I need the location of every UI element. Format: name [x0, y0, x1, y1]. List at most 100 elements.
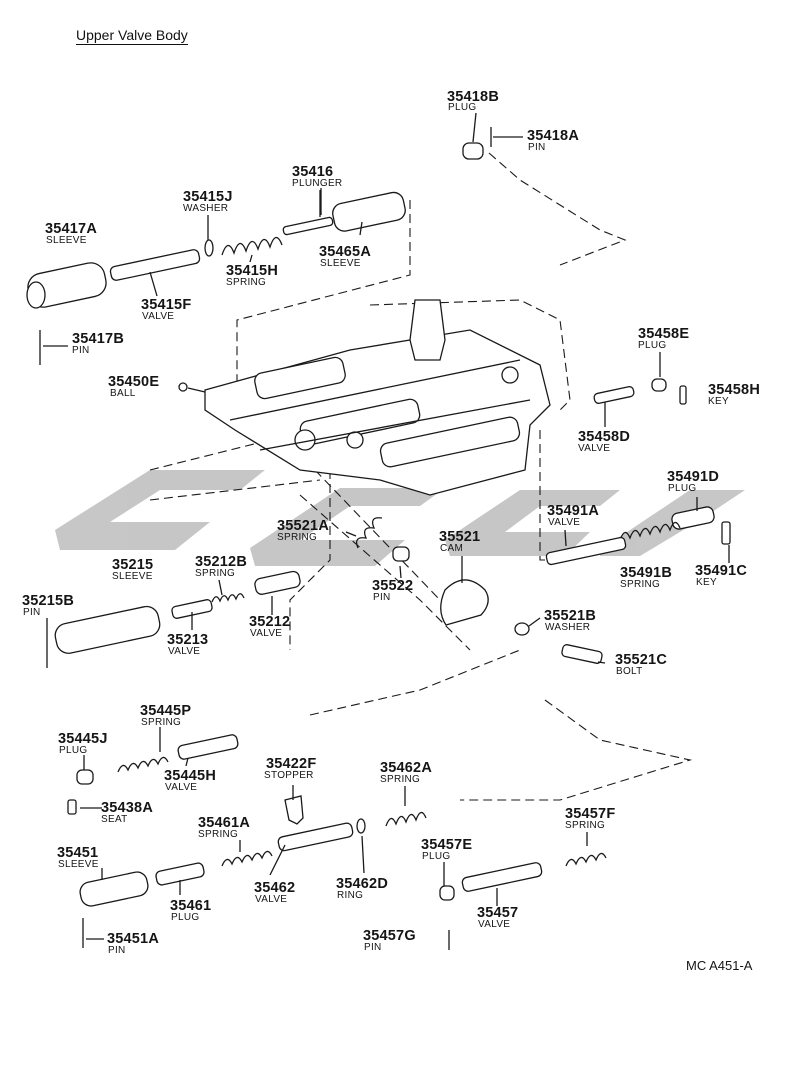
part-code: 35458D — [578, 429, 630, 445]
cam-35521-shape — [440, 579, 489, 626]
part-code: 35451 — [57, 845, 99, 861]
part-name: VALVE — [255, 894, 288, 905]
part-code: 35418A — [527, 128, 579, 144]
valve-35457-shape — [461, 862, 543, 892]
part-name: SPRING — [141, 717, 182, 728]
top-parts — [26, 127, 523, 393]
part-name: PIN — [364, 942, 382, 953]
part-code: 35521B — [544, 608, 596, 624]
part-name: PLUG — [638, 340, 667, 351]
part-code: 35450E — [108, 374, 160, 390]
part-name: PIN — [108, 945, 126, 956]
part-code: 35213 — [167, 632, 209, 648]
part-name: SLEEVE — [46, 235, 87, 246]
bottom-parts — [67, 734, 607, 950]
part-code: 35451A — [107, 931, 159, 947]
plunger-35416-shape — [282, 216, 334, 236]
diagram-title: Upper Valve Body — [76, 27, 188, 45]
part-code: 35212 — [249, 614, 291, 630]
part-code: 35215 — [112, 557, 154, 573]
middle-left-parts — [46, 570, 301, 668]
part-code: 35416 — [292, 164, 334, 180]
part-name: CAM — [440, 543, 464, 554]
part-code: 35417B — [72, 331, 124, 347]
part-name: SPRING — [195, 568, 236, 579]
part-code: 35458E — [638, 326, 690, 342]
ball-35450E-shape — [178, 382, 188, 392]
part-name: VALVE — [578, 443, 611, 454]
valve-35415F-shape — [109, 249, 201, 281]
part-code: 35457E — [421, 837, 473, 853]
right-parts — [355, 378, 731, 664]
part-name: PLUG — [59, 745, 88, 756]
part-code: 35415J — [183, 189, 233, 205]
part-code: 35491C — [695, 563, 747, 579]
part-name: SLEEVE — [58, 859, 99, 870]
valve-35462-shape — [277, 822, 354, 852]
part-code: 35457F — [565, 806, 616, 822]
part-name: SPRING — [565, 820, 606, 831]
spring-35461A-shape — [221, 850, 273, 867]
bolt-35521C-shape — [561, 644, 603, 664]
part-code: 35457G — [363, 928, 416, 944]
plug-35491D-shape — [671, 506, 715, 530]
part-name: BALL — [110, 388, 136, 399]
part-code: 35462A — [380, 760, 432, 776]
part-code: 35465A — [319, 244, 371, 260]
part-name: VALVE — [165, 782, 198, 793]
spring-35457F-shape — [565, 852, 607, 867]
spring-35521A-shape — [355, 517, 383, 549]
part-name: PIN — [528, 142, 546, 153]
part-code: 35457 — [477, 905, 519, 921]
spring-35212B-shape — [211, 593, 245, 603]
part-name: SLEEVE — [320, 258, 361, 269]
part-code: 35521 — [439, 529, 481, 545]
valve-35212-shape — [254, 570, 301, 595]
part-name: VALVE — [142, 311, 175, 322]
part-name: PIN — [72, 345, 90, 356]
part-name: VALVE — [168, 646, 201, 657]
part-name: PLUG — [668, 483, 697, 494]
part-name: PLUNGER — [292, 178, 343, 189]
part-name: WASHER — [545, 622, 591, 633]
upper-valve-body — [204, 299, 551, 496]
part-name: SPRING — [620, 579, 661, 590]
part-name: VALVE — [548, 517, 581, 528]
part-name: VALVE — [478, 919, 511, 930]
part-name: WASHER — [183, 203, 229, 214]
part-name: SPRING — [380, 774, 421, 785]
part-name: SPRING — [226, 277, 267, 288]
sleeve-35451-shape — [79, 871, 149, 907]
part-code: 35491B — [620, 565, 672, 581]
washer-35415J-shape — [204, 239, 214, 257]
part-code: 35491A — [547, 503, 599, 519]
part-name: PLUG — [171, 912, 200, 923]
part-code: 35445J — [58, 731, 108, 747]
valve-35458D-shape — [593, 386, 635, 404]
part-code: 35445P — [140, 703, 192, 719]
part-code: 35461A — [198, 815, 250, 831]
stopper-35422F-shape — [284, 795, 304, 825]
part-code: 35461 — [170, 898, 212, 914]
part-code: 35521C — [615, 652, 667, 668]
part-code: 35417A — [45, 221, 97, 237]
part-name: KEY — [708, 396, 729, 407]
part-name: PLUG — [448, 102, 477, 113]
valve-35491A-shape — [545, 536, 627, 566]
part-code: 35215B — [22, 593, 74, 609]
part-name: VALVE — [250, 628, 283, 639]
spring-35445P-shape — [117, 756, 169, 773]
part-name: BOLT — [616, 666, 643, 677]
leader-lines — [83, 112, 730, 906]
part-code: 35212B — [195, 554, 247, 570]
part-name: SPRING — [277, 532, 318, 543]
part-code: 35462 — [254, 880, 296, 896]
spring-35415H-shape — [221, 236, 283, 256]
part-name: KEY — [696, 577, 717, 588]
part-code: 35445H — [164, 768, 216, 784]
part-name: SEAT — [101, 814, 128, 825]
part-name: RING — [337, 890, 364, 901]
part-code: 35521A — [277, 518, 329, 534]
